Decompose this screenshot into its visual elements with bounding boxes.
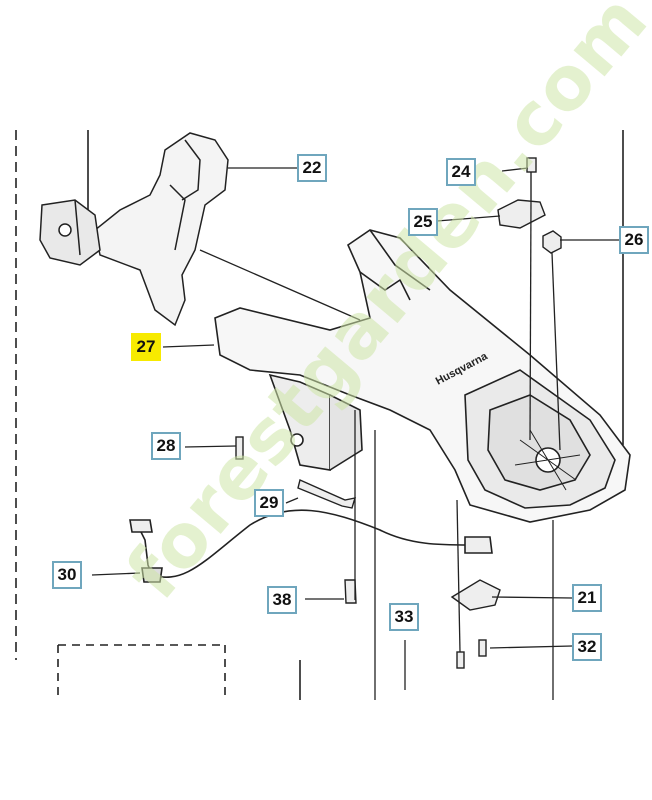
- callout-26[interactable]: 26: [619, 226, 649, 254]
- frame-lines: [15, 130, 624, 700]
- callout-21[interactable]: 21: [572, 584, 602, 612]
- callout-24[interactable]: 24: [446, 158, 476, 186]
- part-32-screw-b: [478, 639, 487, 657]
- small-parts: [235, 157, 562, 669]
- callout-29[interactable]: 29: [254, 489, 284, 517]
- callout-33[interactable]: 33: [389, 603, 419, 631]
- part-30-cable: [129, 509, 493, 583]
- part-38-clip: [344, 579, 357, 604]
- callout-22[interactable]: 22: [297, 154, 327, 182]
- part-22-shroud: [39, 132, 229, 327]
- callout-30[interactable]: 30: [52, 561, 82, 589]
- part-28-screw: [235, 436, 244, 460]
- callout-27[interactable]: 27: [131, 333, 161, 361]
- part-32-screw-a: [456, 651, 465, 669]
- callout-25[interactable]: 25: [408, 208, 438, 236]
- callout-32[interactable]: 32: [572, 633, 602, 661]
- part-27-handle-body: Husqvarna: [214, 229, 631, 523]
- part-29-screw: [297, 479, 357, 509]
- callout-38[interactable]: 38: [267, 586, 297, 614]
- callout-28[interactable]: 28: [151, 432, 181, 460]
- part-26-nut: [542, 230, 562, 254]
- leader-lines: [91, 167, 619, 700]
- part-25-clamp: [497, 199, 546, 229]
